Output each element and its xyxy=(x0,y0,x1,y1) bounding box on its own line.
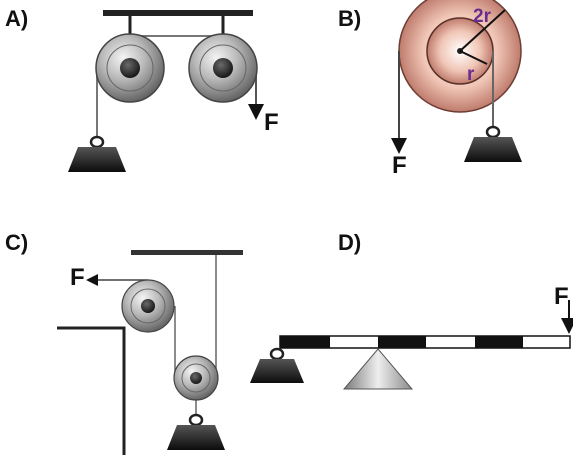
ceiling-bar xyxy=(103,10,253,16)
pulley xyxy=(121,279,175,333)
weight xyxy=(68,135,126,172)
panel-c-label: C) xyxy=(5,230,29,255)
weight xyxy=(167,413,225,450)
force-label-c: F xyxy=(70,264,85,291)
outer-radius-line xyxy=(459,9,506,52)
force-label-a: F xyxy=(264,109,279,136)
panel-a-label: A) xyxy=(5,6,29,31)
panel-d xyxy=(250,300,573,390)
outer-radius-label: 2r xyxy=(473,6,492,27)
wheel-and-axle: 2r r xyxy=(398,0,522,113)
inner-radius-label: r xyxy=(467,64,475,85)
wall-corner xyxy=(57,326,126,455)
lever-beam xyxy=(279,335,571,349)
pulley xyxy=(95,33,165,103)
inner-radius-line xyxy=(459,50,488,65)
pulley xyxy=(188,33,258,103)
weight xyxy=(250,347,304,383)
force-label-b: F xyxy=(392,152,407,179)
fulcrum xyxy=(342,348,414,390)
ceiling-bar xyxy=(131,250,243,255)
weight xyxy=(464,125,522,162)
panel-a xyxy=(68,10,264,172)
panel-b: 2r r xyxy=(391,0,522,162)
panel-d-label: D) xyxy=(338,230,362,255)
force-label-d: F xyxy=(554,283,569,310)
panel-b-label: B) xyxy=(338,6,362,31)
pulley xyxy=(173,355,219,401)
panel-c xyxy=(57,250,243,455)
